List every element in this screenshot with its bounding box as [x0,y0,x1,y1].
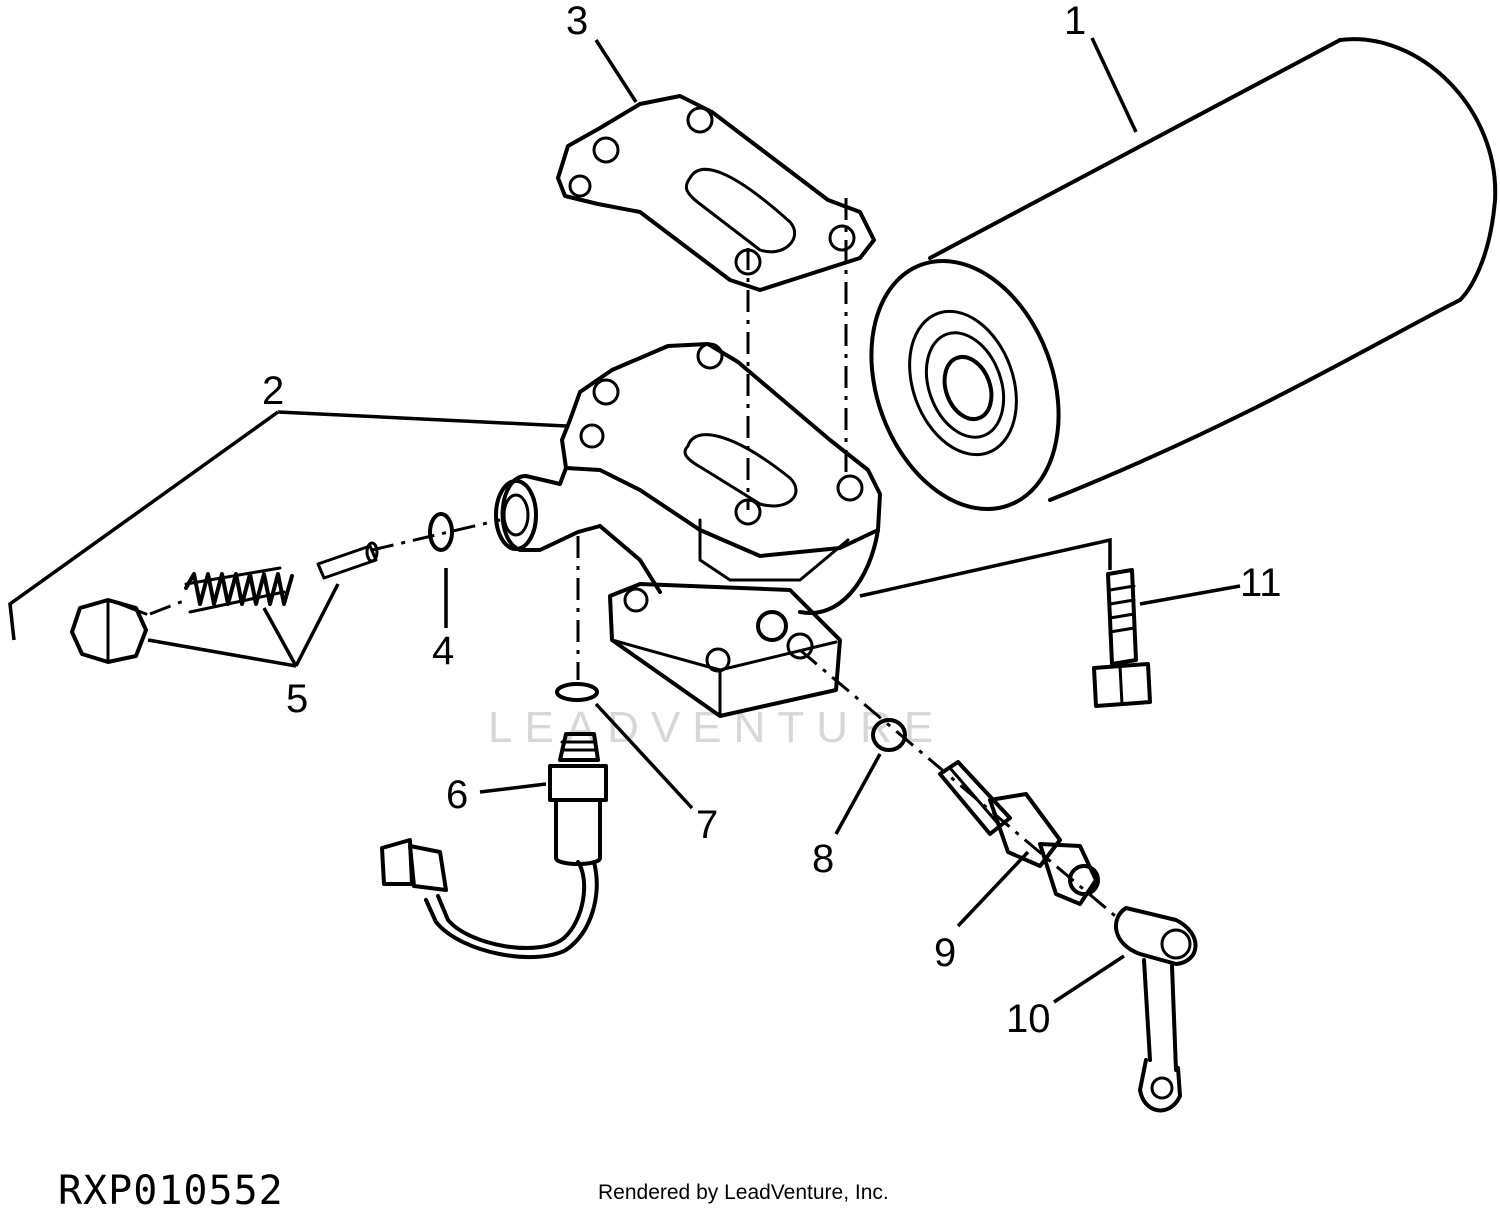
figure-id: RXP010552 [58,1168,284,1214]
leader-11-bracket [859,537,1112,598]
leader-5b [262,607,298,667]
leader-3 [594,39,638,103]
callout-11: 11 [1240,561,1282,605]
part-5-relief-valve-assembly [70,541,379,664]
leader-5a [147,638,297,668]
part-1-filter-element [869,37,1498,511]
leader-6 [479,782,547,794]
callout-3: 3 [566,0,588,43]
callout-6: 6 [446,773,468,817]
assembly-line-valve [371,518,501,552]
callout-10: 10 [1006,997,1051,1041]
assembly-line-fitting [799,648,1121,922]
part-7-o-ring [555,682,599,702]
part-10-oil-line [1114,906,1198,1113]
part-11-bolt [1092,568,1152,708]
callout-9: 9 [934,931,956,975]
assembly-line-plug [149,598,187,616]
render-credit: Rendered by LeadVenture, Inc. [598,1181,889,1204]
callout-5: 5 [286,677,308,721]
part-4-o-ring [428,512,454,552]
part-8-o-ring [871,718,907,752]
leader-1 [1090,37,1138,133]
leader-2b [277,410,567,428]
part-3-gasket [556,94,876,292]
leader-9 [956,850,1030,928]
leader-5c [294,583,340,667]
leader-7 [594,702,694,810]
leader-2a [8,410,280,641]
part-6-pressure-switch [380,732,608,960]
callout-2: 2 [262,369,284,413]
callout-1: 1 [1064,0,1086,43]
callout-7: 7 [696,803,718,847]
callout-8: 8 [812,837,834,881]
leader-11 [1139,584,1241,606]
leader-10 [1053,954,1125,1004]
part-2-filter-base [494,342,882,718]
callout-4: 4 [432,629,454,673]
leader-8 [834,753,882,835]
